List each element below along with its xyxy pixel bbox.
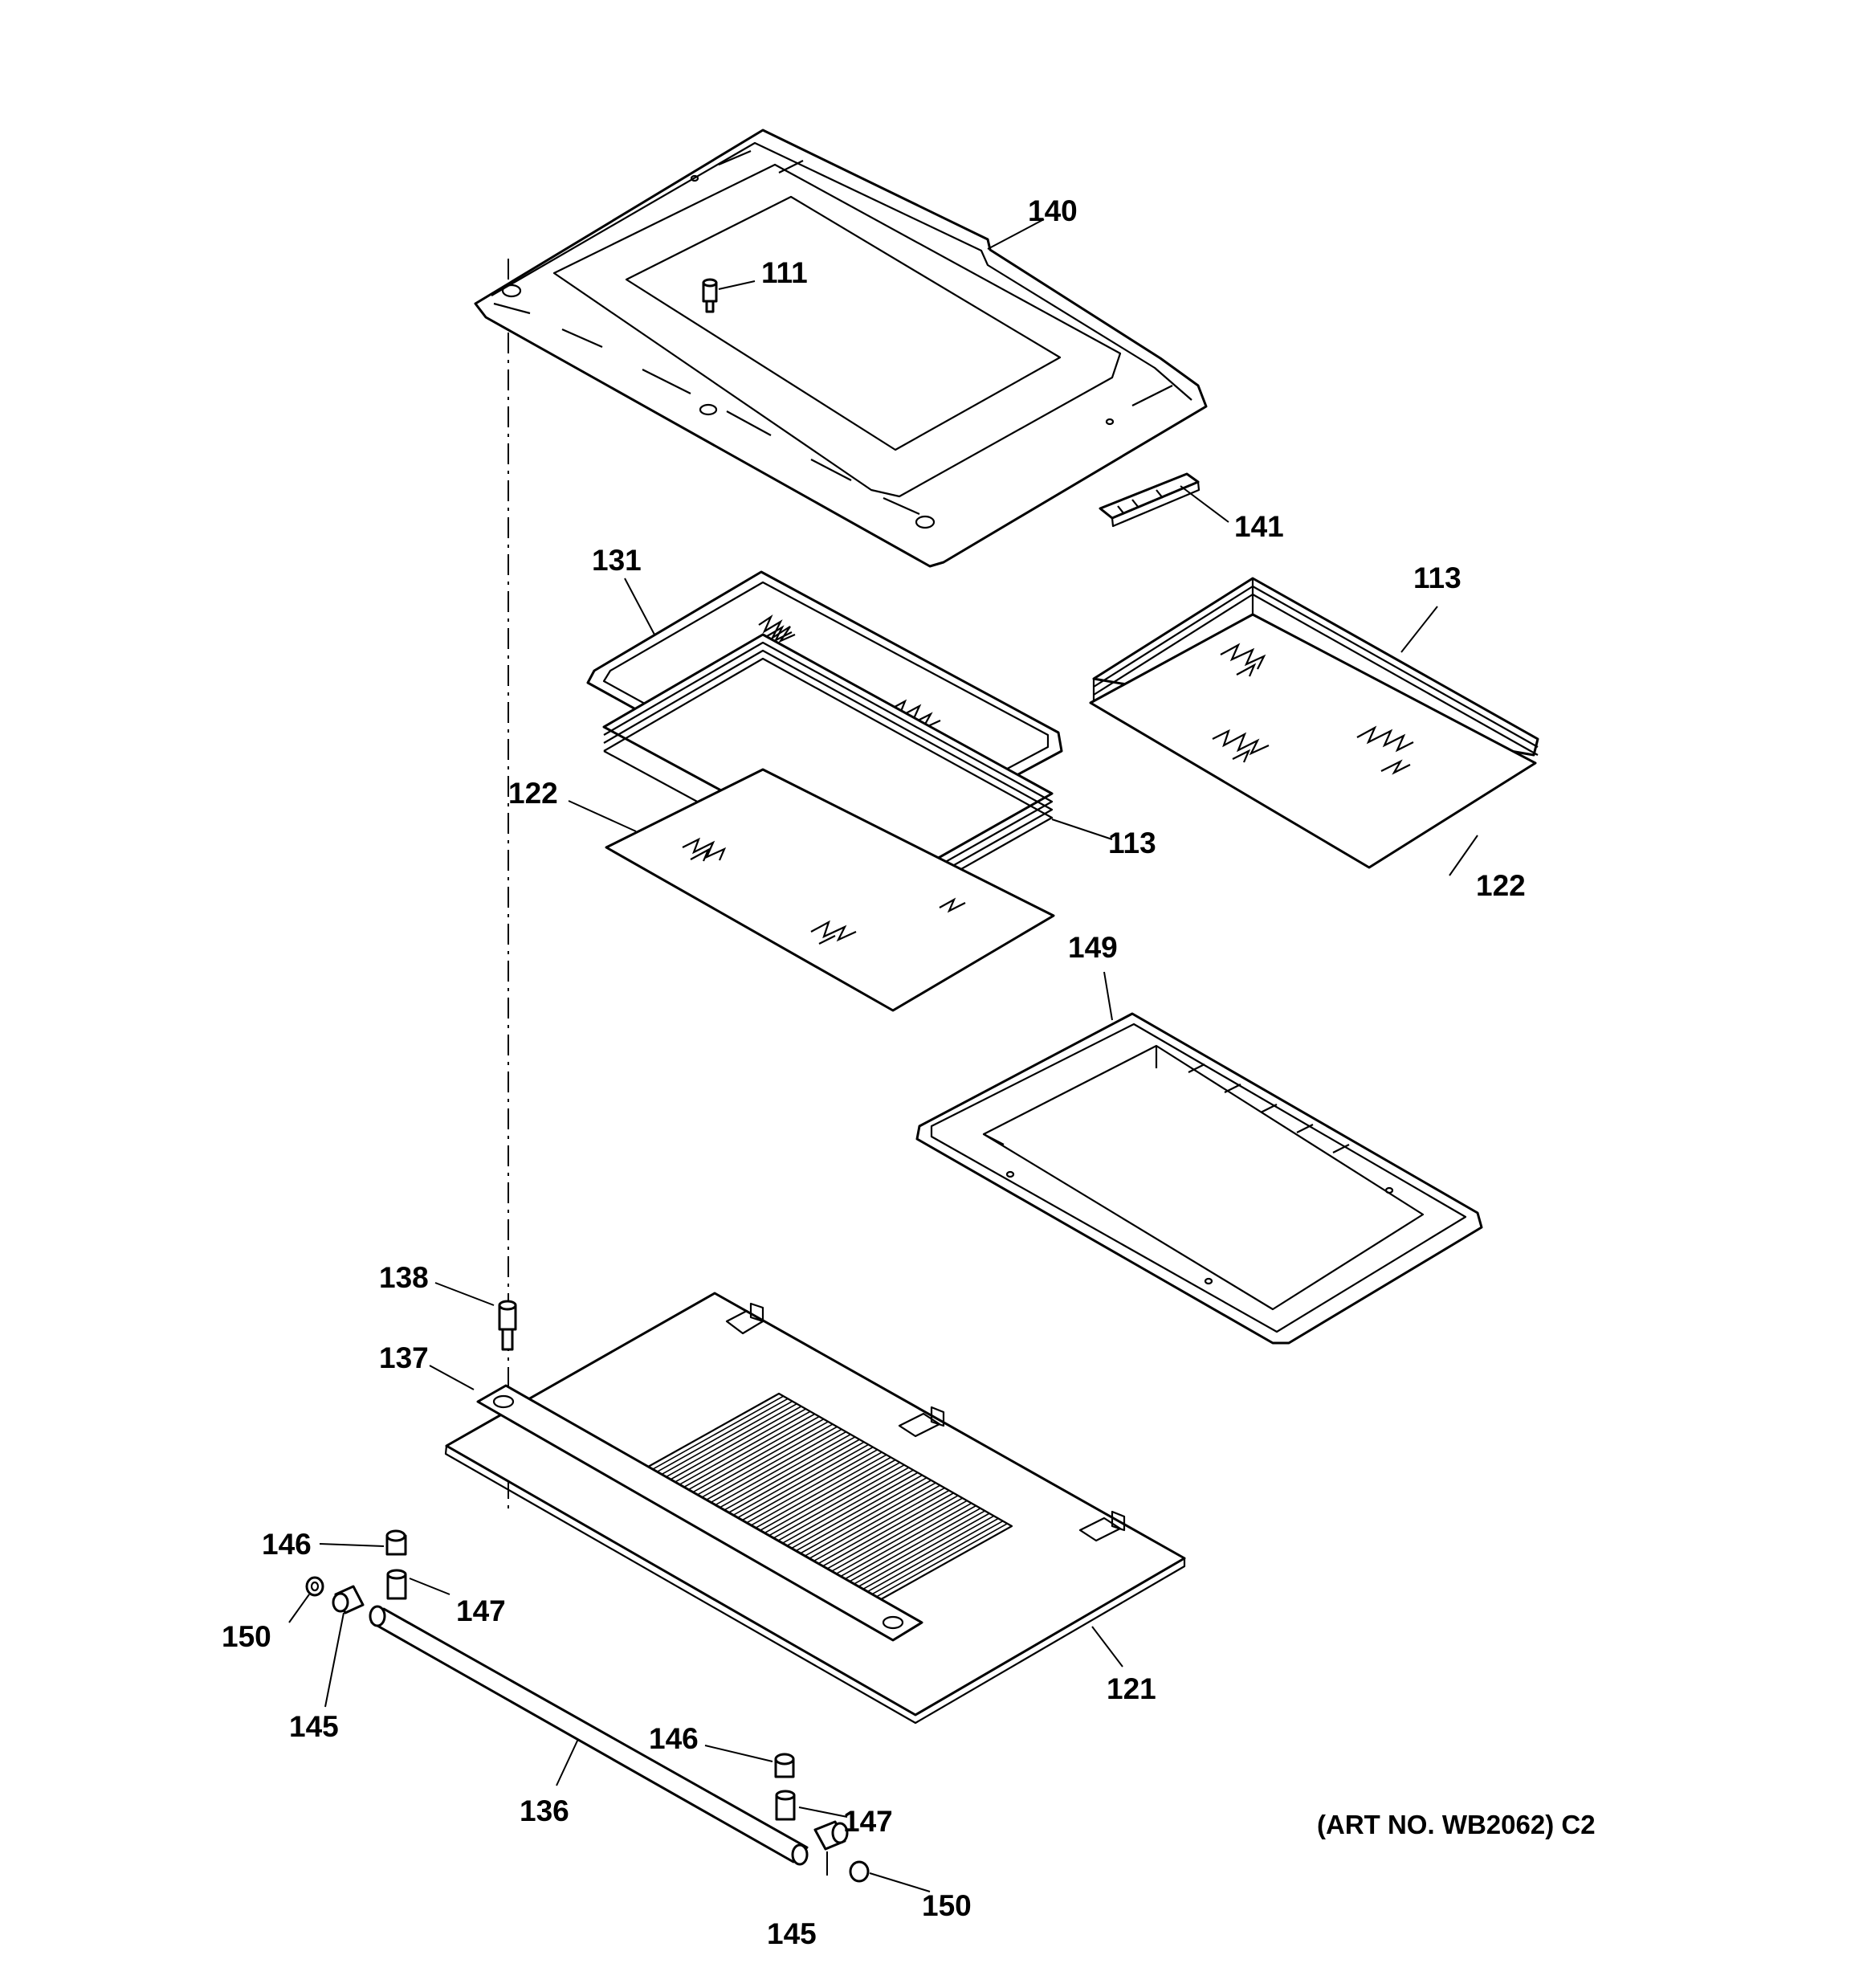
- vent-grille: [641, 1392, 1013, 1604]
- label-147-left: 147: [456, 1594, 506, 1627]
- label-147-right: 147: [843, 1805, 893, 1838]
- grille-slot: [740, 1449, 879, 1527]
- label-146-left: 146: [262, 1528, 312, 1561]
- part-146-screw-right: [774, 1753, 795, 1778]
- label-122-left: 122: [508, 777, 558, 810]
- grille-slot: [664, 1406, 802, 1484]
- label-150-right: 150: [922, 1889, 972, 1922]
- label-121: 121: [1107, 1672, 1156, 1705]
- grille-slot: [838, 1504, 976, 1583]
- label-111: 111: [761, 256, 808, 289]
- grille-slot: [732, 1443, 869, 1522]
- grille-slot: [718, 1436, 856, 1514]
- label-140: 140: [1028, 194, 1078, 227]
- grille-slot: [659, 1402, 797, 1481]
- grille-slot: [861, 1517, 999, 1596]
- grille-slot: [817, 1492, 954, 1570]
- grille-slot: [691, 1421, 829, 1499]
- grille-slot: [709, 1431, 847, 1509]
- grille-slot: [821, 1495, 959, 1573]
- part-150-washer-left: [305, 1576, 324, 1597]
- grille-slot: [646, 1395, 784, 1473]
- part-137-hinge-strip: [476, 1384, 923, 1642]
- grille-slot: [669, 1408, 806, 1486]
- label-145-right: 145: [767, 1917, 817, 1950]
- grille-slot: [713, 1434, 851, 1512]
- grille-slot: [682, 1415, 820, 1494]
- grille-slot: [673, 1410, 811, 1488]
- grille-slot: [736, 1446, 874, 1525]
- grille-slot: [687, 1419, 825, 1496]
- grille-slot: [834, 1502, 972, 1581]
- grille-slot: [758, 1459, 896, 1537]
- part-146-screw-left: [385, 1529, 407, 1556]
- grille-slot: [704, 1428, 842, 1507]
- part-138-post: [498, 1300, 517, 1351]
- grille-slot: [803, 1484, 941, 1562]
- grille-slot: [781, 1472, 919, 1550]
- part-145-nut-right: [813, 1820, 849, 1851]
- grille-slot: [695, 1423, 834, 1501]
- grille-slot: [785, 1474, 923, 1553]
- grille-slot: [789, 1477, 927, 1555]
- part-150-washer-right: [849, 1860, 870, 1883]
- grille-slot: [826, 1497, 964, 1575]
- label-113-center: 113: [1108, 827, 1156, 859]
- part-145-nut-left: [332, 1585, 365, 1614]
- part-140-top-panel: [474, 129, 1208, 568]
- label-136: 136: [520, 1794, 569, 1827]
- part-147-bushing-right: [775, 1790, 796, 1821]
- leader-lines: [288, 218, 1478, 1892]
- label-141: 141: [1234, 510, 1284, 543]
- grille-slot: [772, 1467, 910, 1545]
- grille-slot: [866, 1520, 1004, 1598]
- grille-slot: [700, 1426, 838, 1504]
- grille-slot: [744, 1451, 883, 1529]
- label-131: 131: [592, 544, 642, 577]
- part-111-pin: [702, 278, 718, 313]
- grille-slot: [830, 1500, 968, 1578]
- part-141-bracket: [1099, 472, 1201, 528]
- grille-slot: [767, 1464, 905, 1542]
- grille-slot: [848, 1510, 985, 1588]
- part-121-bottom-panel: [444, 1292, 1186, 1725]
- grille-slot: [749, 1454, 887, 1532]
- grille-slot: [852, 1512, 990, 1590]
- grille-slot: [727, 1441, 865, 1519]
- grille-slot: [678, 1413, 816, 1492]
- part-147-bushing-left: [386, 1569, 407, 1600]
- grille-slot: [650, 1398, 789, 1476]
- label-137: 137: [379, 1341, 429, 1374]
- label-122-right: 122: [1476, 869, 1526, 902]
- label-145-left: 145: [289, 1710, 339, 1743]
- label-146-right: 146: [649, 1722, 699, 1755]
- grille-slot: [843, 1508, 981, 1586]
- part-136-rod: [369, 1605, 809, 1866]
- label-150-left: 150: [222, 1620, 271, 1653]
- part-122-glass-center: [605, 768, 1055, 1012]
- grille-slot: [754, 1456, 891, 1535]
- grille-slot: [655, 1400, 793, 1479]
- art-number: (ART NO. WB2062) C2: [1317, 1810, 1596, 1839]
- part-122-glass-right: [1089, 613, 1537, 869]
- grille-slot: [722, 1439, 860, 1517]
- part-149-frame: [915, 1012, 1483, 1345]
- grille-slot: [763, 1461, 900, 1540]
- label-149: 149: [1068, 931, 1118, 964]
- grille-slot: [857, 1515, 995, 1594]
- grille-slot: [798, 1482, 936, 1560]
- grille-slot: [794, 1480, 932, 1557]
- label-113-right: 113: [1413, 561, 1461, 594]
- grille-slot: [812, 1489, 950, 1568]
- grille-slot: [776, 1469, 914, 1547]
- grille-slot: [870, 1523, 1008, 1601]
- label-138: 138: [379, 1261, 429, 1294]
- grille-slot: [807, 1487, 945, 1565]
